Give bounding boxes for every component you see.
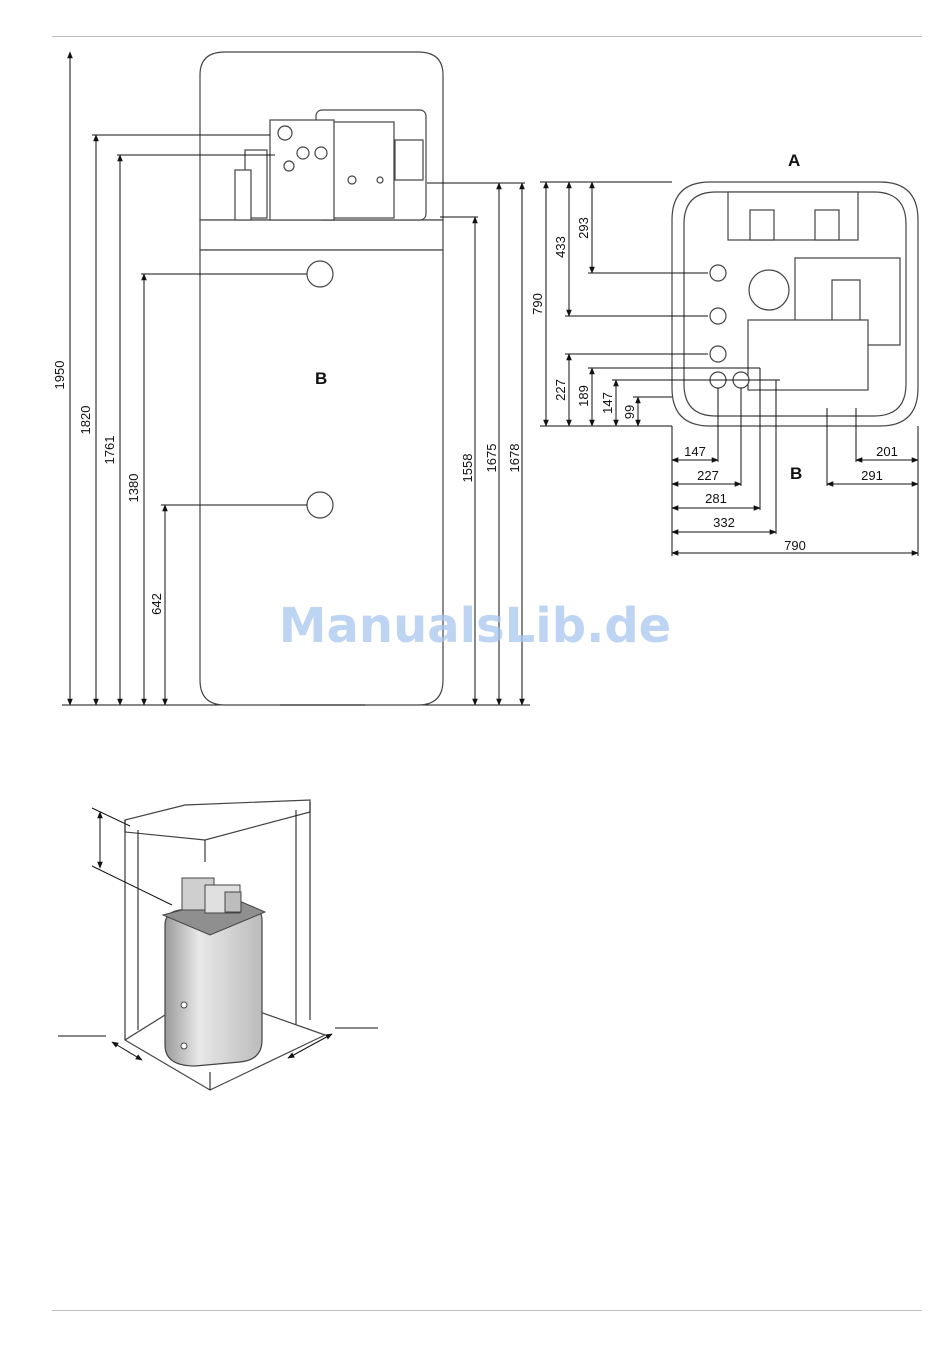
connection-2: [710, 308, 726, 324]
watermark: ManualsLib.de: [279, 598, 671, 654]
dim-1558: 1558: [460, 454, 475, 483]
lower-port: [307, 492, 333, 518]
iso-port-upper: [181, 1002, 187, 1008]
dim-99: 99: [622, 405, 637, 419]
dim-1380: 1380: [126, 474, 141, 503]
isometric-view: [58, 800, 378, 1090]
dim-790h: 790: [784, 538, 806, 553]
upper-port: [307, 261, 333, 287]
dim-433: 433: [553, 236, 568, 258]
dim-790v: 790: [530, 293, 545, 315]
top-view: 790 433 293 227 189 147 99 147 227 281 3…: [530, 151, 918, 556]
dim-201: 201: [876, 444, 898, 459]
dim-1675: 1675: [484, 444, 499, 473]
dim-147v: 147: [600, 392, 615, 414]
top-label-a: A: [788, 151, 800, 170]
dim-291: 291: [861, 468, 883, 483]
dim-147h: 147: [684, 444, 706, 459]
iso-port-lower: [181, 1043, 187, 1049]
dim-281: 281: [705, 491, 727, 506]
dim-227h: 227: [697, 468, 719, 483]
compressor: [749, 270, 789, 310]
dim-1820: 1820: [78, 406, 93, 435]
dim-642: 642: [149, 593, 164, 615]
dim-227v: 227: [553, 379, 568, 401]
dim-1761: 1761: [102, 436, 117, 465]
collar: [200, 220, 443, 250]
dim-332: 332: [713, 515, 735, 530]
connection-3: [710, 346, 726, 362]
ceiling-panel: [125, 800, 310, 840]
side-label-b: B: [315, 369, 327, 388]
dim-189: 189: [576, 385, 591, 407]
top-label-b: B: [790, 464, 802, 483]
dim-293: 293: [576, 217, 591, 239]
dim-1678: 1678: [507, 444, 522, 473]
dim-1950: 1950: [52, 361, 67, 390]
connection-1: [710, 265, 726, 281]
